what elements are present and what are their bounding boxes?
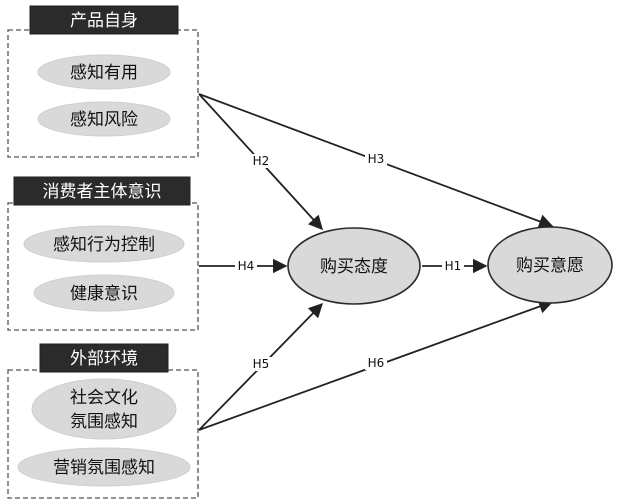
group-product-title: 产品自身 — [70, 11, 138, 31]
group-consumer-title: 消费者主体意识 — [43, 182, 162, 202]
perceived-usefulness-node — [37, 54, 171, 90]
group-external-title: 外部环境 — [70, 349, 138, 369]
label-h4: H4 — [238, 259, 255, 273]
group-product: 产品自身 感知有用 感知风险 — [7, 5, 199, 158]
label-h6: H6 — [368, 356, 385, 370]
group-product-header — [29, 5, 179, 35]
label-h3: H3 — [368, 152, 385, 166]
label-h2: H2 — [253, 154, 270, 168]
purchase-intention-label: 购买意愿 — [516, 256, 584, 276]
group-external: 外部环境 社会文化 氛围感知 营销氛围感知 — [7, 343, 199, 499]
sociocultural-atmosphere-node — [31, 378, 177, 440]
purchase-attitude-node — [287, 227, 421, 305]
purchase-intention-group: 购买意愿 — [487, 226, 613, 304]
group-external-box — [7, 369, 199, 499]
label-h5: H5 — [253, 357, 270, 371]
purchase-attitude-group: 购买态度 — [287, 227, 421, 305]
group-consumer-header — [13, 176, 191, 206]
sociocultural-atmosphere-label-line1: 社会文化 — [70, 388, 138, 408]
perceived-risk-label: 感知风险 — [70, 110, 138, 130]
group-consumer: 消费者主体意识 感知行为控制 健康意识 — [7, 176, 199, 331]
perceived-usefulness-label: 感知有用 — [70, 63, 138, 83]
health-consciousness-label: 健康意识 — [70, 284, 138, 304]
purchase-attitude-label: 购买态度 — [320, 257, 388, 277]
perceived-behavioral-control-node — [23, 225, 185, 263]
purchase-intention-node — [487, 226, 613, 304]
marketing-atmosphere-label: 营销氛围感知 — [53, 458, 155, 478]
perceived-risk-node — [37, 101, 171, 137]
label-h1: H1 — [445, 259, 462, 273]
sociocultural-atmosphere-label-line2: 氛围感知 — [70, 412, 138, 432]
hypothesis-labels: H2 H3 H4 H1 H5 H6 — [235, 152, 464, 371]
group-consumer-box — [7, 202, 199, 331]
marketing-atmosphere-node — [17, 447, 191, 487]
health-consciousness-node — [33, 274, 175, 312]
group-external-header — [39, 343, 169, 373]
group-product-box — [7, 29, 199, 158]
perceived-behavioral-control-label: 感知行为控制 — [53, 235, 155, 255]
